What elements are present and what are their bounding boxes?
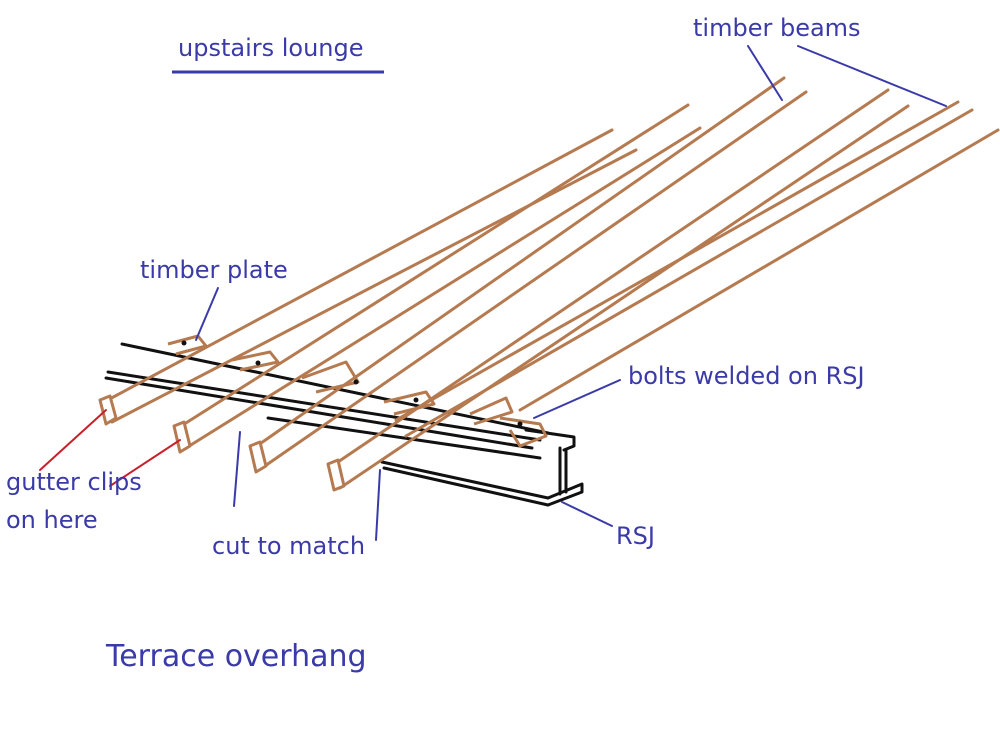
timber-plates bbox=[167, 334, 548, 448]
label-timber-plate: timber plate bbox=[140, 256, 288, 284]
label-timber-beams: timber beams bbox=[693, 14, 861, 42]
timber-beams bbox=[102, 76, 1000, 490]
bolt-dots bbox=[181, 340, 523, 427]
label-bolts-welded: bolts welded on RSJ bbox=[628, 362, 865, 390]
label-cut-to-match: cut to match bbox=[212, 532, 366, 560]
label-gutter-clips-line1: gutter clips bbox=[6, 468, 142, 496]
label-rsj: RSJ bbox=[616, 522, 655, 550]
beam-ends bbox=[98, 394, 346, 492]
heading-upstairs-lounge: upstairs lounge bbox=[178, 34, 364, 62]
label-gutter-clips-line2: on here bbox=[6, 506, 98, 534]
leader-lines bbox=[39, 45, 947, 541]
caption-terrace-overhang: Terrace overhang bbox=[106, 639, 367, 674]
